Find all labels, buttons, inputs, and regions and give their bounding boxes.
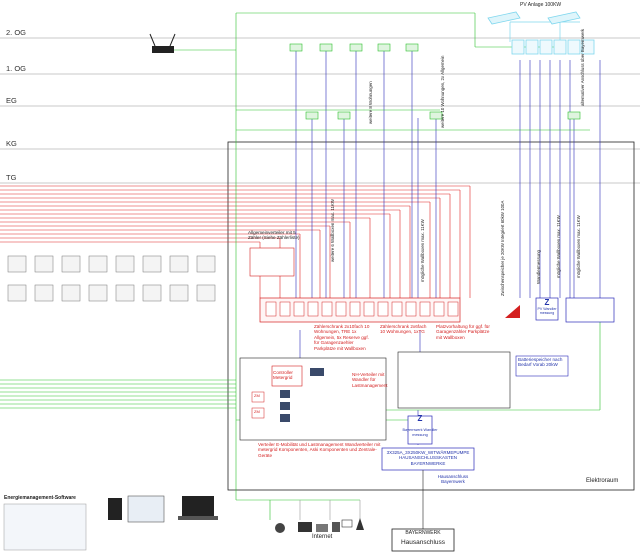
wallbox-label-3: mögliche Wallboxen max. 11KW bbox=[556, 215, 561, 278]
platzvorhaltung-label: Platzvorhaltung für ggf. für Garagenzähl… bbox=[436, 324, 490, 340]
allgemeinverteiler-label: Allgemeinverteiler mit 5 Zähler (Siehe Z… bbox=[248, 230, 300, 241]
controller-box bbox=[271, 365, 303, 387]
zwischenspeicher-label: Zwischenspeicher je 20KW Integriert 60kW… bbox=[500, 200, 505, 296]
alarm-icon bbox=[356, 518, 364, 530]
zm-label-1: ZM bbox=[254, 393, 260, 398]
mail-icon bbox=[341, 519, 353, 528]
elektroraum-label: Elektroraum bbox=[586, 478, 619, 484]
router-icon bbox=[149, 33, 176, 53]
bayernwerk-label: BAYERNWERK bbox=[405, 530, 441, 536]
pv-label: PV Anlage 100KW bbox=[520, 2, 562, 8]
right-meter-box bbox=[565, 297, 615, 323]
server-icon bbox=[280, 368, 324, 422]
car-charger-icon bbox=[7, 255, 216, 302]
wallbox-label-2: mögliche Wallboxen max. 11KW bbox=[420, 219, 425, 282]
weitere-wohnungen-8-label: weitere 8 Wohnungen bbox=[368, 81, 373, 124]
alternative-anschluss-label: alternativer Anschluss über Bayernwerk bbox=[580, 28, 585, 106]
computer-icon bbox=[275, 522, 328, 533]
tablet-icon bbox=[108, 495, 165, 523]
wallbox-icon bbox=[289, 43, 581, 120]
allgemeinverteiler-box bbox=[249, 247, 295, 277]
zm-label-2: ZM bbox=[254, 409, 260, 414]
zaehlerschrank-2-label: Zählerschrank 2x6fach 10 Wohnungen, 1xTG bbox=[380, 324, 427, 335]
zaehlerschrank-1-label: Zählerschrank 2x10fach 10 Wohnungen, TRE… bbox=[314, 324, 370, 351]
pv-panel-icon bbox=[487, 11, 581, 25]
floor-label-2og: 2. OG bbox=[6, 28, 27, 37]
verteiler-emob-label: Verteiler E-Mobilität und Lastmanagement… bbox=[258, 442, 381, 458]
internet-label: Internet bbox=[312, 534, 333, 540]
wandlermessung-label: Wandlermessung bbox=[536, 249, 541, 284]
blue-risers bbox=[295, 50, 601, 445]
hausanschlusskasten-box bbox=[381, 447, 475, 471]
pv-wandler-box bbox=[535, 297, 559, 321]
bayernwerk-wandler-box bbox=[407, 415, 433, 445]
batteriespeicher-box bbox=[515, 355, 569, 377]
hausanschlusskasten-label: 3X325A_3X250KW_WITWÄRMEPUMPE HAUSANSCHLU… bbox=[386, 450, 470, 466]
printer-icon bbox=[332, 522, 340, 532]
bayernwerk-wandler-label: Bayernwerk Wandler messung bbox=[402, 428, 438, 437]
wallbox-label-1: weitere 6 Wallboxen max. 11KW bbox=[330, 199, 335, 262]
floor-label-kg: KG bbox=[6, 139, 17, 148]
wallbox-label-4: mögliche Wallboxen max. 11KW bbox=[576, 215, 581, 278]
floor-label-eg: EG bbox=[6, 96, 17, 105]
weitere-wohnungen-10-label: weitere 10 Wohnungen, 2x Allgemein bbox=[440, 55, 445, 128]
pv-lines bbox=[509, 21, 580, 42]
zwischenspeicher-icon bbox=[505, 305, 520, 318]
pv-wandler-label: PV Wandler messung bbox=[537, 307, 557, 316]
nh-verteiler-box bbox=[397, 351, 511, 409]
energiemanagement-panel bbox=[3, 503, 87, 551]
controller-label: Controller Metergrid bbox=[273, 370, 293, 381]
floor-label-1og: 1. OG bbox=[6, 64, 27, 73]
floor-label-tg: TG bbox=[6, 173, 17, 182]
hausanschluss-label: Hausanschluss bbox=[400, 539, 446, 546]
hausanschluss-bw-label: Hausanschluss Bayernwerk bbox=[437, 474, 469, 485]
batteriespeicher-label: Batteriespeicher nach Bedarf Vorab 20kW bbox=[518, 357, 563, 368]
energiemanagement-label: Energiemanagement-Software bbox=[4, 495, 76, 501]
floor-lines bbox=[0, 37, 640, 184]
nh-verteiler-label: NH-Verteiler mit Wandler für Lastmanagem… bbox=[352, 372, 388, 388]
bayernwerk-wandler-z: Z bbox=[417, 414, 423, 423]
grey-lines bbox=[299, 500, 361, 520]
laptop-icon bbox=[178, 496, 218, 520]
pv-wandler-z: Z bbox=[544, 298, 550, 307]
elektroraum-frame bbox=[227, 141, 635, 491]
red-feeders bbox=[0, 185, 471, 298]
pv-inverter-row bbox=[511, 39, 595, 55]
zm-boxes bbox=[251, 391, 265, 419]
meter-icon bbox=[265, 301, 459, 317]
